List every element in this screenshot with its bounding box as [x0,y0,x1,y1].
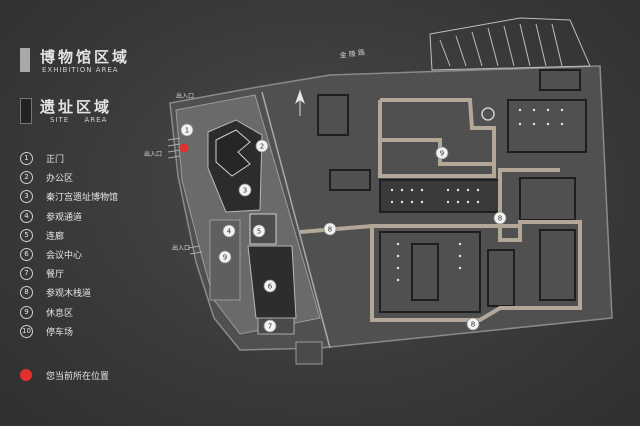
map-marker-circle [435,146,449,160]
key-number: 3 [20,190,33,204]
map-marker-number: 9 [440,150,444,158]
map-marker-number: 8 [498,215,502,223]
you-are-here-dot [20,369,32,381]
annex-structure [295,341,323,365]
key-label: 停车场 [46,327,74,338]
key-item: 3 秦汀宫遗址博物馆 [20,188,180,207]
map-marker: 7 [263,319,277,333]
map-marker-circle [466,317,480,331]
map-marker: 9 [435,146,449,160]
key-label: 休息区 [46,308,74,319]
street-label: 金 陵 路 [339,48,365,60]
key-item: 8 参观木栈道 [20,284,180,303]
key-label: 会议中心 [46,250,83,261]
map-marker-circle [263,279,277,293]
column-dots [390,108,564,282]
key-label: 连廊 [46,231,65,242]
you-are-here-label: 您当前所在位置 [46,372,110,382]
key-number: 2 [20,171,33,185]
entrance-label: 出入口 [144,150,162,158]
map-marker-circle [493,211,507,225]
map-marker: 3 [238,183,252,197]
map-marker-circle [222,224,236,238]
map-marker: 8 [493,211,507,225]
map-marker-number: 5 [257,228,261,236]
map-marker-circle [218,250,232,264]
map-marker-circle [252,224,266,238]
map-marker-number: 3 [243,187,247,195]
key-number: 1 [20,152,33,165]
map-marker-number: 8 [471,321,475,329]
museum-roof-outline [215,129,251,177]
you-are-here-marker [179,143,189,153]
map-key: 1 正门 2 办公区 3 秦汀宫遗址博物馆 4 参观通道 5 连廊 6 会议中心 7 餐厅 8… [20,150,180,342]
map-marker: 2 [255,139,269,153]
map-marker: 8 [466,317,480,331]
map-marker: 8 [323,222,337,236]
map-marker-circle [255,139,269,153]
map-marker-number: 1 [185,127,189,135]
map-marker: 1 [180,123,194,137]
key-label: 参观木栈道 [46,289,92,300]
map-marker-number: 8 [328,226,332,234]
map-marker-number: 7 [268,323,272,331]
key-label: 办公区 [46,174,74,185]
map-marker-number: 6 [268,283,273,291]
map-marker: 6 [263,279,277,293]
site-subtitle: SITE AREA [50,116,108,124]
key-label: 餐厅 [46,270,65,281]
key-item: 2 办公区 [20,169,180,188]
site-swatch [20,98,32,124]
key-number: 5 [20,228,33,242]
key-number: 9 [20,305,33,319]
zone-divider [261,91,331,349]
key-number: 10 [20,324,33,338]
entrance-label: 出入口 [172,244,190,252]
key-item: 7 餐厅 [20,265,180,284]
well-feature [481,107,495,121]
map-marker: 5 [252,224,266,238]
map-marker: 9 [218,250,232,264]
exhibition-swatch [20,48,30,72]
key-number: 7 [20,267,33,281]
map-marker: 4 [222,224,236,238]
map-marker-circle [263,319,277,333]
map-marker-number: 4 [227,228,232,236]
north-compass-icon [295,90,305,116]
key-number: 6 [20,247,33,261]
map-marker-number: 2 [260,143,264,151]
entrance-stairs [167,137,203,255]
key-item: 9 休息区 [20,304,180,323]
exhibition-subtitle: EXHIBITION AREA [42,66,119,74]
boardwalk [299,98,582,322]
entrance-label: 出入口 [176,92,194,100]
key-number: 4 [20,209,33,223]
map-marker-circle [323,222,337,236]
key-label: 秦汀宫遗址博物馆 [46,193,119,204]
exhibition-title: 博物馆区域 [40,48,131,66]
map-markers: 1 2 3 4 5 6 7 8 8 8 9 9 [180,123,507,333]
map-marker-circle [238,183,252,197]
key-item: 1 正门 [20,150,180,169]
parking-lot [429,17,591,71]
key-item: 5 连廊 [20,227,180,246]
site-title: 遗址区域 [40,98,113,116]
key-label: 参观通道 [46,212,83,223]
map-marker-circle [180,123,194,137]
key-item: 10 停车场 [20,323,180,342]
map-marker-number: 9 [223,254,227,262]
key-item: 6 会议中心 [20,246,180,265]
key-item: 4 参观通道 [20,208,180,227]
key-label: 正门 [46,155,65,165]
key-number: 8 [20,286,33,300]
